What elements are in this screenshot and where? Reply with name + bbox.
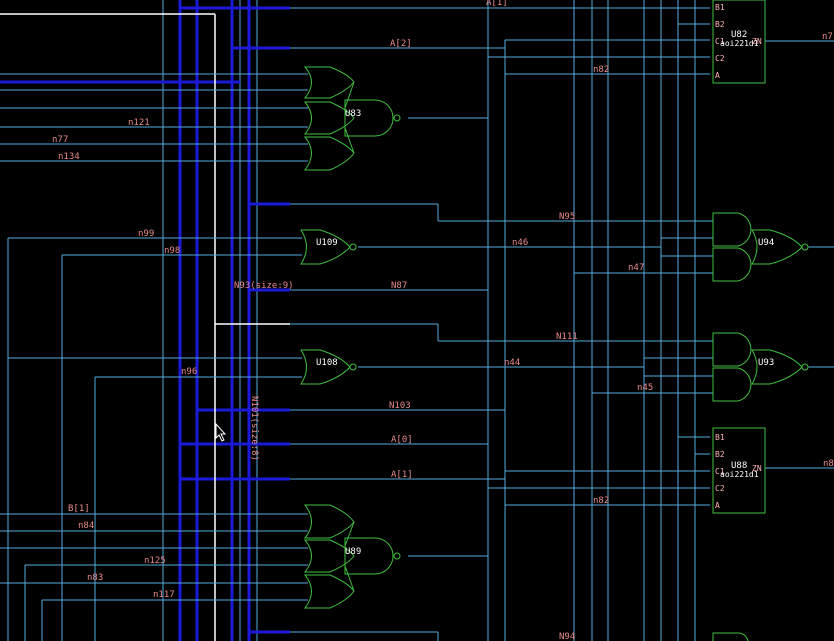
- instance-label-u109: U109: [316, 238, 338, 248]
- net-label-a1-top: A[1]: [486, 0, 508, 8]
- net-label-n111: N111: [556, 332, 578, 342]
- net-label-n93: N93(size:9): [234, 281, 294, 291]
- net-label-n125: n125: [144, 556, 166, 566]
- instance-label-u89: U89: [345, 547, 361, 557]
- gate-u82[interactable]: B1 B2 C1 C2 A ZN U82 aoi221d1: [712, 0, 766, 84]
- net-label-n95: N95: [559, 212, 575, 222]
- vertical-wires-left: [7, 0, 258, 641]
- net-label-n98: n98: [164, 246, 180, 256]
- gate-u83[interactable]: U83: [303, 66, 401, 171]
- net-label-a2: A[2]: [390, 39, 412, 49]
- net-label-n87: N87: [391, 281, 407, 291]
- gate-u88[interactable]: B1 B2 C1 C2 A ZN U88 aoi221d1: [712, 427, 766, 514]
- gate-u109[interactable]: U109: [300, 229, 357, 265]
- pin-b1: B1: [715, 3, 725, 12]
- net-label-n96: n96: [181, 367, 197, 377]
- gate-u93[interactable]: U93: [712, 332, 809, 402]
- net-label-a0: A[0]: [391, 435, 413, 445]
- pin-b2: B2: [715, 450, 725, 459]
- gate-u108[interactable]: U108: [300, 349, 357, 385]
- gate-u94[interactable]: U94: [712, 212, 809, 282]
- pin-b1: B1: [715, 433, 725, 442]
- net-label-n47: n47: [628, 263, 644, 273]
- pin-zn: ZN: [752, 37, 762, 46]
- net-label-n134: n134: [58, 152, 80, 162]
- instance-label-u108: U108: [316, 358, 338, 368]
- cell-label-u88: aoi221d1: [720, 470, 759, 479]
- net-label-out-bot: n8: [823, 459, 834, 469]
- net-label-n101: N101(size:8): [249, 396, 259, 461]
- net-label-n82-bot: n82: [593, 496, 609, 506]
- instance-label-u82: U82: [731, 30, 747, 40]
- pin-b2: B2: [715, 20, 725, 29]
- selected-wires: [0, 13, 290, 641]
- pin-c2: C2: [715, 54, 725, 63]
- net-label-n44: n44: [504, 358, 520, 368]
- net-label-n77: n77: [52, 135, 68, 145]
- pin-c1: C1: [715, 467, 725, 476]
- net-label-n121: n121: [128, 118, 150, 128]
- bus-lines: [0, 0, 290, 641]
- instance-label-u94: U94: [758, 238, 774, 248]
- instance-label-u93: U93: [758, 358, 774, 368]
- net-label-n103: N103: [389, 401, 411, 411]
- net-label-n99: n99: [138, 229, 154, 239]
- net-label-n82-top: n82: [593, 65, 609, 75]
- net-label-a1: A[1]: [391, 470, 413, 480]
- net-label-n83: n83: [87, 573, 103, 583]
- net-label-b1: B[1]: [68, 504, 90, 514]
- vertical-wires-right: [487, 0, 696, 641]
- pin-zn: ZN: [752, 464, 762, 473]
- pin-c2: C2: [715, 484, 725, 493]
- net-label-n84: n84: [78, 521, 94, 531]
- net-label-n45: n45: [637, 383, 653, 393]
- gate-u89[interactable]: U89: [303, 504, 401, 609]
- instance-label-u88: U88: [731, 461, 747, 471]
- cell-label-u82: aoi221d1: [720, 39, 759, 48]
- net-label-n46: n46: [512, 238, 528, 248]
- net-label-n94: N94: [559, 632, 575, 641]
- net-label-n117: n117: [153, 590, 175, 600]
- instance-label-u83: U83: [345, 109, 361, 119]
- mouse-pointer-icon: [215, 422, 227, 442]
- gate-partial-bottom: [712, 632, 749, 641]
- pin-a: A: [715, 501, 720, 510]
- horizontal-wires: [0, 7, 834, 641]
- pin-c1: C1: [715, 37, 725, 46]
- net-labels: A[1] A[2] n82 n121 n77 n134 N95 n99 n46 …: [52, 0, 834, 641]
- pin-a: A: [715, 71, 720, 80]
- net-label-out-top: n7: [822, 32, 833, 42]
